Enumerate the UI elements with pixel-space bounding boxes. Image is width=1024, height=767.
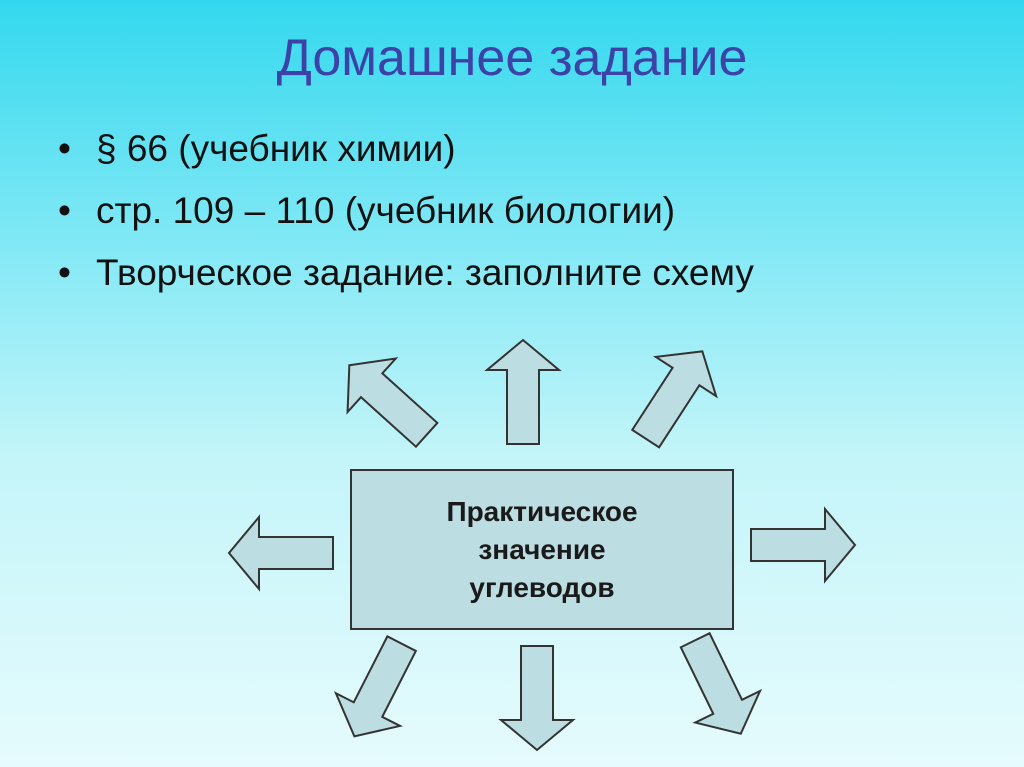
arrow-down-left-icon xyxy=(321,626,435,754)
arrow-right-icon xyxy=(750,508,856,582)
bullet-item: • стр. 109 – 110 (учебник биологии) xyxy=(54,180,754,242)
bullet-text: Творческое задание: заполните схему xyxy=(96,252,754,293)
center-box-line: углеводов xyxy=(469,571,615,603)
bullet-icon: • xyxy=(58,190,71,231)
arrow-up-icon xyxy=(486,339,560,445)
bullet-text: стр. 109 – 110 (учебник биологии) xyxy=(96,190,676,231)
slide-title: Домашнее задание xyxy=(276,29,748,87)
center-box-line: Практическое xyxy=(446,495,638,527)
arrow-left-icon xyxy=(228,516,334,590)
bullet-item: • Творческое задание: заполните схему xyxy=(54,242,754,304)
bullet-icon: • xyxy=(58,252,71,293)
center-box: Практическое значение углеводов xyxy=(350,469,734,630)
arrow-up-right-icon xyxy=(614,330,734,460)
bullet-icon: • xyxy=(58,128,71,169)
arrow-down-right-icon xyxy=(661,623,775,751)
center-box-line: значение xyxy=(478,533,606,565)
bullet-item: • § 66 (учебник химии) xyxy=(54,118,754,180)
bullet-text: § 66 (учебник химии) xyxy=(96,128,456,169)
arrow-down-icon xyxy=(500,645,574,751)
arrow-up-left-icon xyxy=(324,337,452,463)
bullet-list: • § 66 (учебник химии) • стр. 109 – 110 … xyxy=(54,118,754,304)
